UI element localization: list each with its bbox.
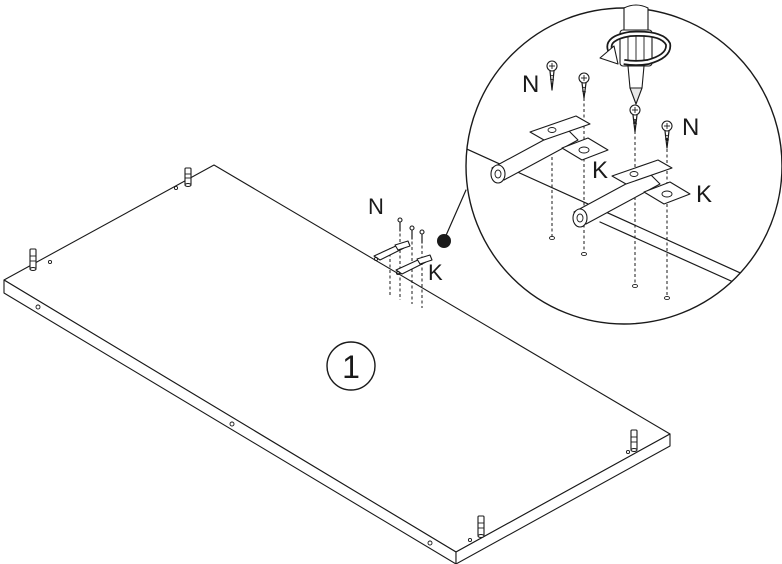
step-number: 1 [342,349,360,385]
top-hole [173,185,179,191]
bracket-k-icon [572,159,691,228]
screw-icon [578,72,590,99]
top-hole [625,449,631,455]
label-n-left: N [522,71,539,98]
panel-front-edge [3,279,457,564]
screw-icon [419,229,425,244]
top-hole [467,537,473,543]
label-k-upper: K [592,157,608,184]
label-k-lower: K [696,181,712,208]
screw-icon [409,225,415,240]
rotation-arrow-icon [599,30,672,66]
small-bracket-assembly [373,217,433,308]
dowel-pin [477,515,485,539]
top-hole [47,259,53,265]
screw-icon [397,217,403,232]
bracket-k-icon [395,254,433,276]
label-n-right: N [682,114,699,141]
step-badge: 1 [326,341,376,391]
edge-hole [427,540,433,546]
edge-hole [229,421,235,427]
dowel-pin [29,248,37,272]
screwdriver-icon [619,4,653,105]
label-k-small: K [428,260,443,285]
callout-dot-icon [437,234,451,248]
callout-leader [443,189,467,241]
detail-zoom: N N K K [465,4,782,325]
dowel-pin [184,167,192,188]
label-n-small: N [368,194,384,219]
bracket-k-icon [373,240,411,262]
screw-icon [661,120,673,149]
screw-icon [629,104,641,133]
panel-side-edge [455,433,671,564]
dowel-pin [630,429,638,453]
screw-icon [546,60,558,91]
bracket-k-icon [490,115,609,184]
edge-hole [35,304,41,310]
